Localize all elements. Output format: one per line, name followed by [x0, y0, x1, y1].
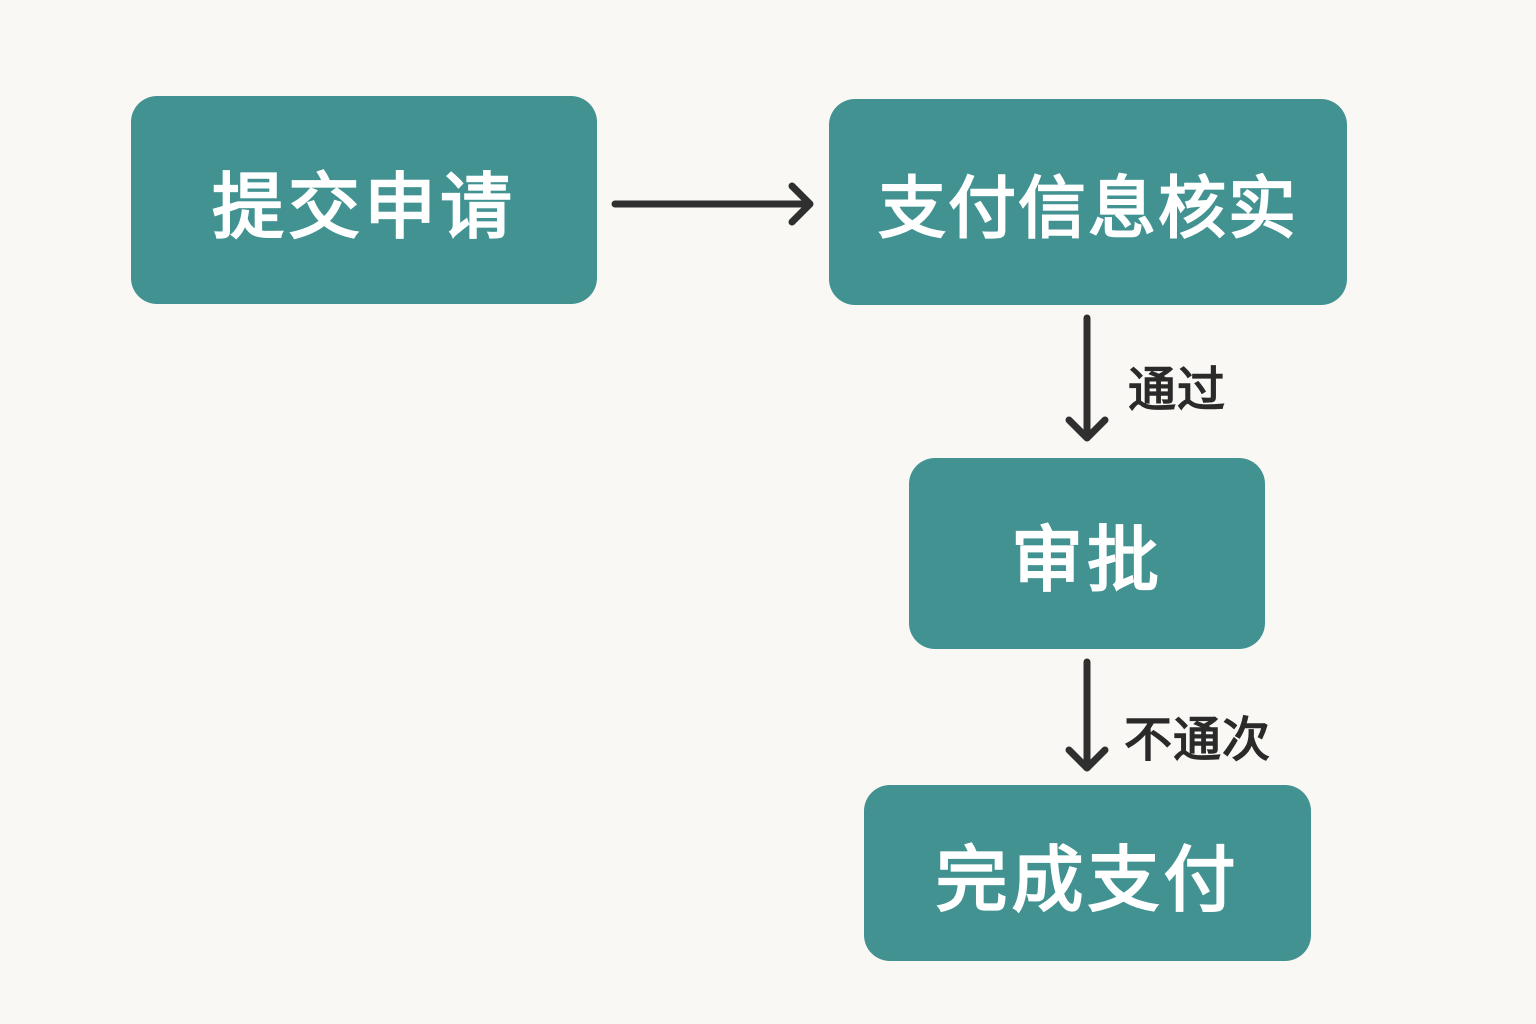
edge-label-fail: 不通次 [1124, 712, 1272, 768]
arrow-verify-to-approve [1065, 314, 1109, 442]
node-approval-label: 审批 [1010, 518, 1163, 602]
node-submit-application-label: 提交申请 [211, 164, 516, 249]
arrow-approve-to-complete [1065, 658, 1109, 772]
node-payment-verification-label: 支付信息核实 [877, 169, 1298, 249]
edge-label-pass: 通过 [1128, 362, 1227, 418]
arrow-submit-to-verify [611, 182, 814, 226]
node-submit-application: 提交申请 [131, 96, 597, 304]
node-approval: 审批 [909, 458, 1265, 649]
node-payment-verification: 支付信息核实 [829, 99, 1347, 305]
node-complete-payment-label: 完成支付 [935, 837, 1240, 922]
node-complete-payment: 完成支付 [864, 785, 1311, 961]
